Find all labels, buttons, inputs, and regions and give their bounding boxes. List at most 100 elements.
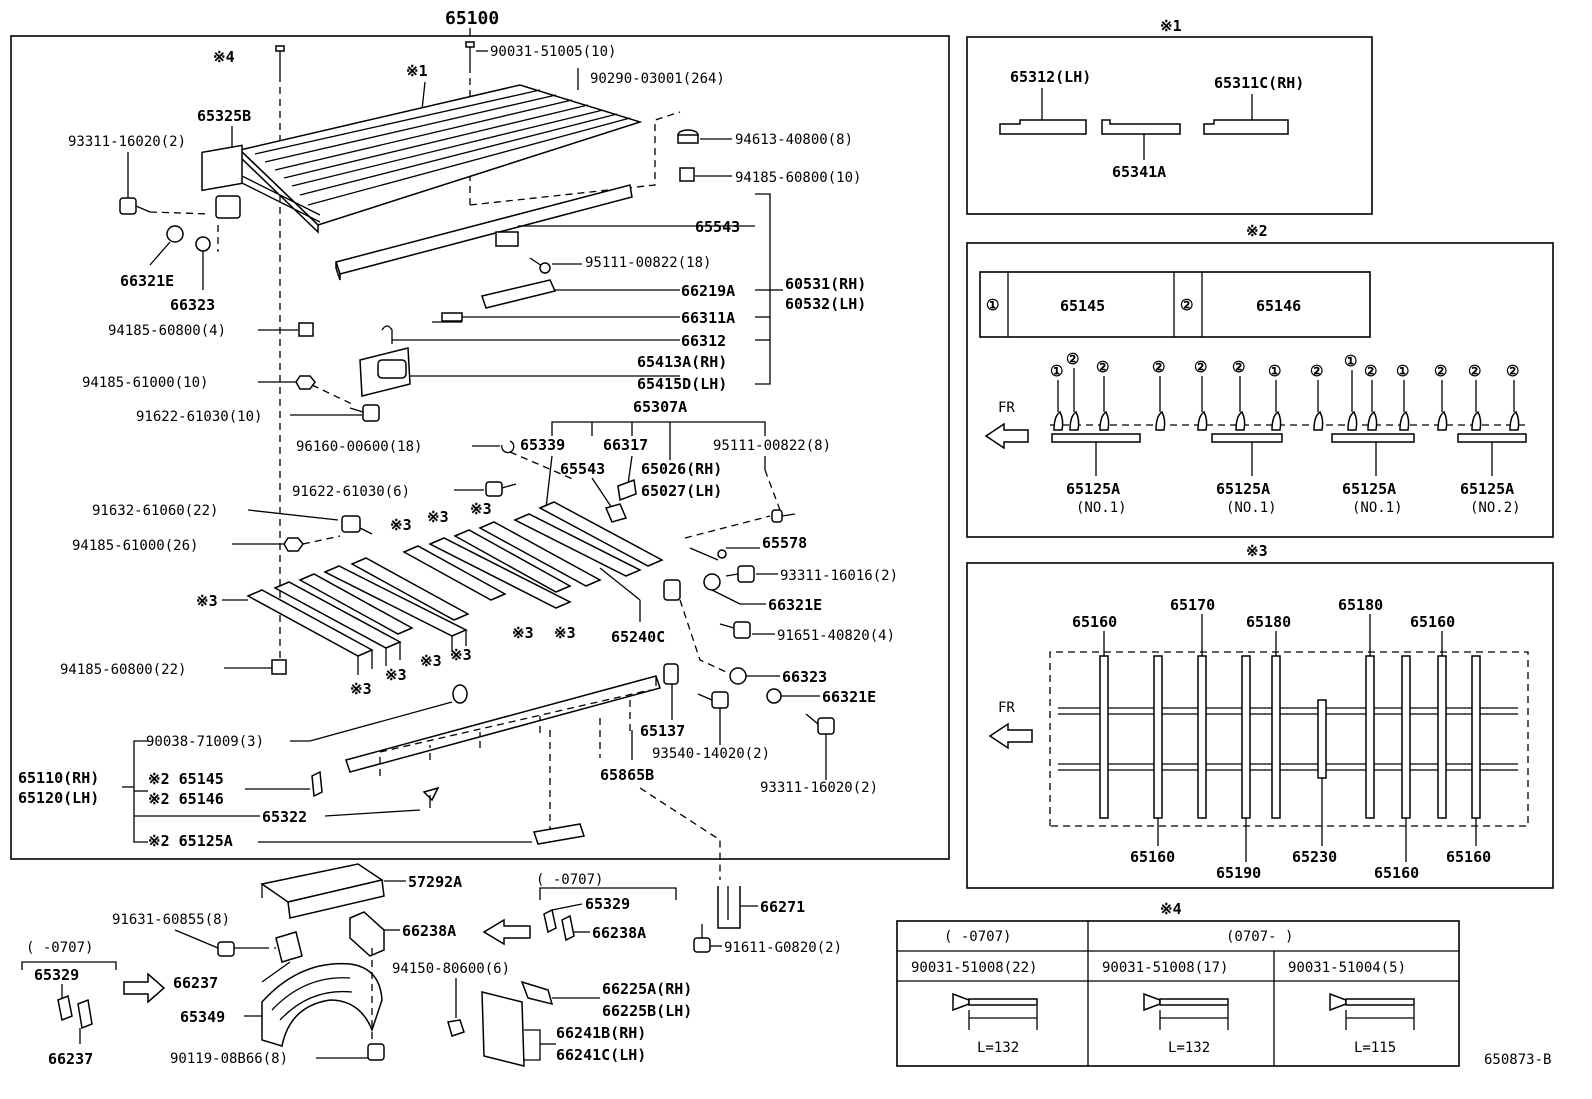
range-b: ( -0707) [26, 940, 93, 956]
label-57292A: 57292A [408, 873, 462, 891]
bracket-66238A [349, 911, 385, 957]
pin-icon [717, 549, 727, 559]
label-66238Ab: 66238A [592, 924, 646, 942]
bolt-head-icon [1143, 992, 1161, 1012]
label-94185d: 94185-61000(26) [72, 538, 198, 554]
clip-number-label: ① [1050, 362, 1063, 380]
clip-icon [1235, 410, 1246, 431]
bolt-head-icon [1329, 992, 1347, 1012]
x3-mark: ※3 [385, 666, 407, 684]
clip-number-label: ② [1364, 362, 1377, 380]
x3-mark: ※3 [554, 624, 576, 642]
member-bottom-label: 65160 [1130, 848, 1175, 866]
flange-bolt-icon [485, 481, 517, 497]
washer-icon [766, 688, 782, 704]
label-66323b: 66323 [782, 668, 827, 686]
label-66323: 66323 [170, 296, 215, 314]
label-66225A: 66225A(RH) [602, 980, 692, 998]
label-66237: 66237 [173, 974, 218, 992]
label-65349: 65349 [180, 1008, 225, 1026]
bolt-head-icon [952, 992, 970, 1012]
label-65415D: 65415D(LH) [637, 375, 727, 393]
label-66241C: 66241C(LH) [556, 1046, 646, 1064]
label-91631: 91631-60855(8) [112, 912, 230, 928]
label-66225B: 66225B(LH) [602, 1002, 692, 1020]
label-65578: 65578 [762, 534, 807, 552]
member-top-label: 65160 [1072, 613, 1117, 631]
washer-icon [729, 667, 747, 685]
flange-bolt-icon [349, 404, 380, 422]
clip-number-label: ② [1232, 358, 1245, 376]
clip-number-label: ② [1194, 358, 1207, 376]
x4-mark: ※4 [213, 48, 235, 66]
clip-icon [1313, 410, 1324, 431]
panel4-frame [896, 920, 1460, 1067]
label-65322: 65322 [262, 808, 307, 826]
flange-bolt-icon [367, 1043, 385, 1061]
hook-66312 [381, 325, 393, 344]
bolt-length-label: L=132 [1168, 1040, 1210, 1056]
clip-icon [1509, 410, 1520, 431]
label-66237b: 66237 [48, 1050, 93, 1068]
label-91632: 91632-61060(22) [92, 503, 218, 519]
clip-number-label: ① [1396, 362, 1409, 380]
clip-icon [1155, 410, 1166, 431]
x3-mark: ※3 [512, 624, 534, 642]
clip-number-label: ② [1310, 362, 1323, 380]
rivet-icon [529, 257, 551, 274]
bracket-66225A [520, 980, 554, 1006]
panel2-frame [966, 242, 1554, 538]
panel4-title: ※4 [1160, 900, 1182, 918]
bolt-part-label: 90031-51004(5) [1288, 960, 1406, 976]
nut-icon [271, 659, 287, 675]
label-65325B: 65325B [197, 107, 251, 125]
label-90031: 90031-51005(10) [490, 44, 616, 60]
clip-icon [1367, 410, 1378, 431]
flange-bolt-icon [693, 924, 711, 953]
label-94150: 94150-80600(6) [392, 961, 510, 977]
label-66311A: 66311A [681, 309, 735, 327]
member-bottom-label: 65160 [1446, 848, 1491, 866]
member-bar [1401, 655, 1411, 819]
panel2-table [979, 271, 1371, 338]
label-65865B: 65865B [600, 766, 654, 784]
bolt-length-label: L=115 [1354, 1040, 1396, 1056]
label-90038: 90038-71009(3) [146, 734, 264, 750]
label-60531: 60531(RH) [785, 275, 866, 293]
x3-mark: ※3 [196, 592, 218, 610]
member-bottom-label: 65190 [1216, 864, 1261, 882]
label-94185e: 94185-60800(22) [60, 662, 186, 678]
clip-number-label: ① [1268, 362, 1281, 380]
label-91622a: 91622-61030(10) [136, 409, 262, 425]
label-66219A: 66219A [681, 282, 735, 300]
member-bottom-label: 65230 [1292, 848, 1337, 866]
x3-mark: ※3 [420, 652, 442, 670]
hinge-bracket [663, 579, 681, 601]
group-no-label: (NO.1) [1076, 500, 1127, 516]
x3-mark: ※3 [450, 646, 472, 664]
label-94185c: 94185-61000(10) [82, 375, 208, 391]
label-66321E: 66321E [120, 272, 174, 290]
label-66271: 66271 [760, 898, 805, 916]
label-66312: 66312 [681, 332, 726, 350]
clip-number-label: ② [1434, 362, 1447, 380]
panel4-bolts: 90031-51008(22)L=13290031-51008(17)L=132… [911, 960, 1415, 1056]
member-bar [1317, 699, 1327, 779]
group-bar [1051, 433, 1141, 443]
latch-66311A [432, 312, 463, 323]
panel1-title: ※1 [1160, 17, 1182, 35]
label-93540: 93540-14020(2) [652, 746, 770, 762]
clip-number-label: ② [1506, 362, 1519, 380]
arrow-right-icon [123, 972, 166, 1004]
label-65339: 65339 [520, 436, 565, 454]
arrow-left-icon [482, 918, 531, 946]
label-90290: 90290-03001(264) [590, 71, 725, 87]
group-no-label: (NO.1) [1352, 500, 1403, 516]
group-no-label: (NO.1) [1226, 500, 1277, 516]
x3-mark: ※3 [390, 516, 412, 534]
label-65543b: 65543 [560, 460, 605, 478]
label-66321Ec: 66321E [822, 688, 876, 706]
label-95111b: 95111-00822(8) [713, 438, 831, 454]
label-94185a: 94185-60800(10) [735, 170, 861, 186]
